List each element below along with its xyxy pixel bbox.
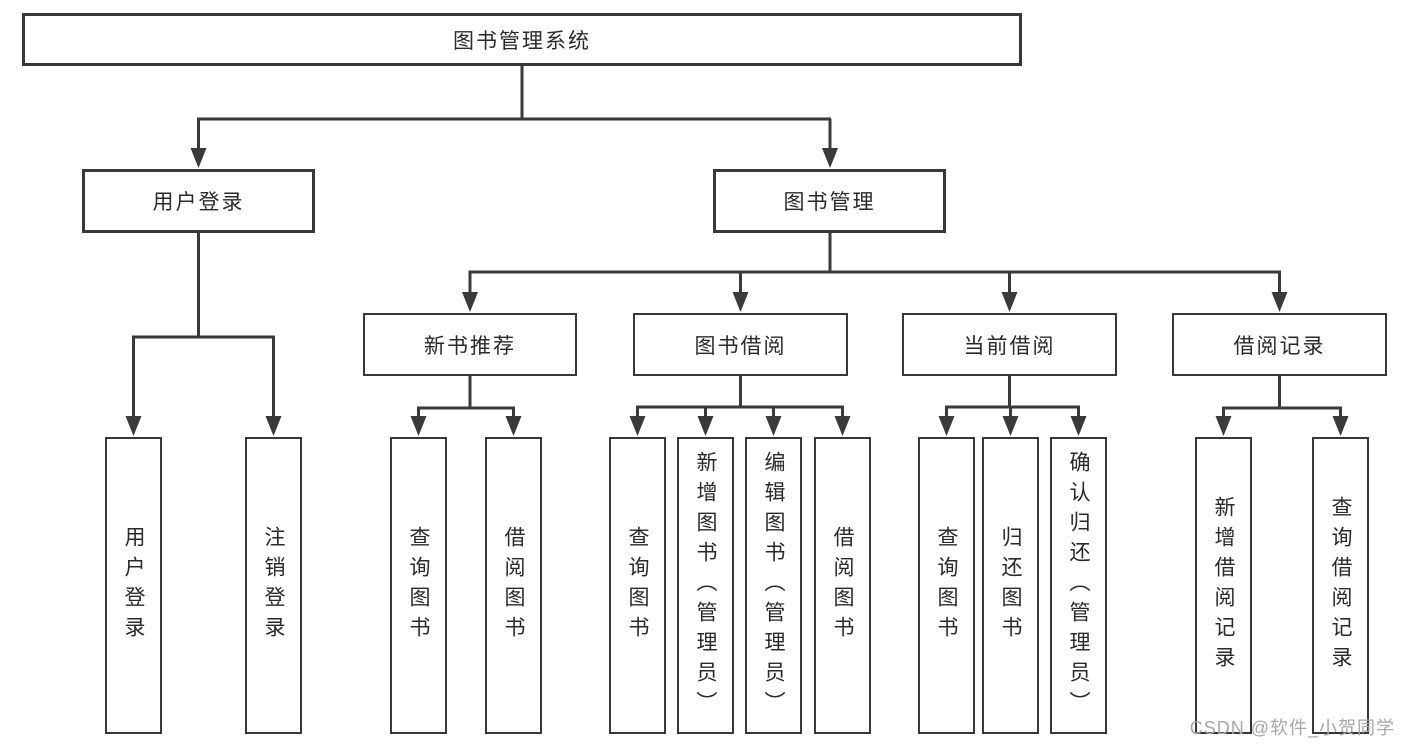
leaf-logout: 注销登录 [245,437,302,734]
leaf-add-books-admin: 新增图书（管理员） [677,437,734,734]
leaf-label: 编辑图书（管理员） [762,450,785,721]
leaf-confirm-return-admin: 确认归还（管理员） [1050,437,1107,734]
connector-borrow-records-to-leaves [1222,376,1342,418]
leaf-add-borrow-record: 新增借阅记录 [1195,437,1252,734]
csdn-watermark: CSDN @软件_小贺同学 [1189,718,1395,738]
leaf-label: 借阅图书 [831,525,854,646]
arrowhead [765,416,782,436]
connector-current-borrow-to-leaves [945,376,1080,418]
arrowhead [190,148,207,168]
node-user-login-branch: 用户登录 [82,169,315,233]
leaf-label: 新增借阅记录 [1212,495,1235,676]
leaf-query-books-borrow: 查询图书 [609,437,666,734]
arrowhead [697,416,714,436]
leaf-edit-books-admin: 编辑图书（管理员） [745,437,802,734]
arrowhead [1332,416,1349,436]
arrowhead [462,292,478,312]
arrowhead [1070,416,1087,436]
leaf-label: 确认归还（管理员） [1067,450,1090,721]
node-new-book-recommend: 新书推荐 [363,313,577,376]
arrowhead [1002,416,1019,436]
node-borrow-records: 借阅记录 [1172,313,1387,376]
leaf-label: 查询借阅记录 [1329,495,1352,676]
leaf-query-borrow-record: 查询借阅记录 [1312,437,1369,734]
leaf-label: 用户登录 [122,525,145,646]
arrowhead [1001,292,1018,312]
arrowhead [629,416,646,436]
leaf-query-books-current: 查询图书 [918,437,975,734]
connector-book-borrow-to-leaves [636,376,844,418]
leaf-label: 新增图书（管理员） [694,450,717,721]
connector-new-book-rec-to-leaves [417,376,515,418]
node-library-system: 图书管理系统 [22,13,1022,66]
connector-book-mgmt-to-level3 [468,233,1281,294]
arrowhead [1271,292,1288,312]
leaf-user-login: 用户登录 [105,437,162,734]
node-book-borrow: 图书借阅 [633,313,848,376]
leaf-label: 归还图书 [999,525,1022,646]
leaf-label: 注销登录 [262,525,285,646]
arrowhead [505,416,522,436]
leaf-query-books-recommend: 查询图书 [390,437,447,734]
leaf-borrow-books: 借阅图书 [814,437,871,734]
arrowhead [938,416,955,436]
leaf-label: 查询图书 [407,525,430,646]
connector-root-to-level2 [197,64,832,150]
leaf-label: 查询图书 [935,525,958,646]
arrowhead [125,416,142,436]
connector-user-login-to-leaves [132,233,275,418]
arrowhead [1215,416,1232,436]
leaf-return-books: 归还图书 [982,437,1039,734]
leaf-borrow-books-recommend: 借阅图书 [485,437,542,734]
arrowhead [410,416,427,436]
leaf-label: 查询图书 [626,525,649,646]
arrowhead [822,148,838,168]
arrowhead [834,416,851,436]
node-current-borrow: 当前借阅 [902,313,1117,376]
leaf-label: 借阅图书 [502,525,525,646]
arrowhead [265,416,282,436]
arrowhead [732,292,749,312]
node-book-management-branch: 图书管理 [713,169,946,233]
